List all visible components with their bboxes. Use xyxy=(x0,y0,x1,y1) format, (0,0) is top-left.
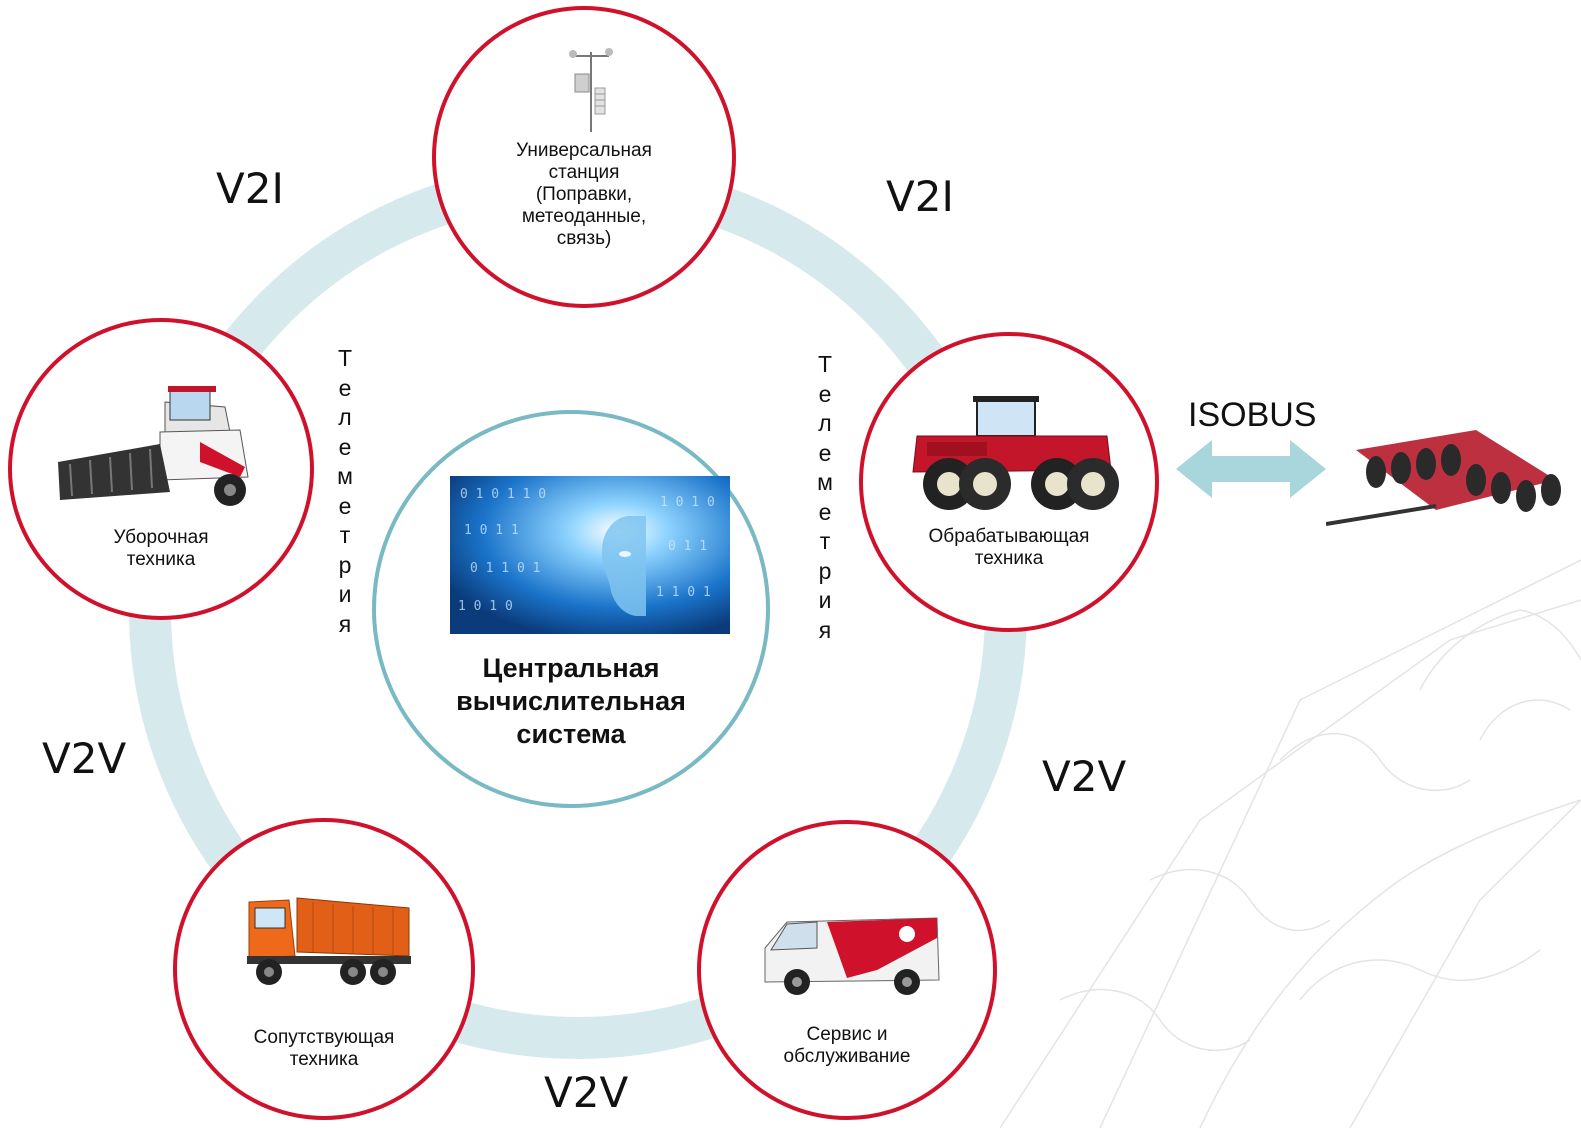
dump-truck-icon xyxy=(247,897,411,985)
tillage-label: Обрабатывающая техника xyxy=(928,526,1090,569)
service-label: Сервис и обслуживание xyxy=(783,1024,911,1067)
svg-text:0 1 1: 0 1 1 xyxy=(668,539,707,554)
svg-text:1 0 1 0: 1 0 1 0 xyxy=(660,495,715,510)
service-van-icon xyxy=(764,917,940,995)
telemetry-right: Т е л е м е т р и я xyxy=(810,350,840,645)
v2v-bottom-label: V2V xyxy=(544,1068,629,1117)
node-station: Универсальная станция (Поправки, метеода… xyxy=(432,6,736,308)
node-support: Сопутствующая техника xyxy=(173,818,475,1120)
telemetry-letter: я xyxy=(818,616,832,643)
harvester-label: Уборочная техника xyxy=(113,527,209,570)
svg-text:1 0 1 0: 1 0 1 0 xyxy=(458,599,513,614)
telemetry-letter: е xyxy=(818,380,832,407)
telemetry-letter: м xyxy=(337,463,353,489)
svg-text:1 0 1 1: 1 0 1 1 xyxy=(464,523,519,538)
ai-face-image: 0 1 0 1 1 0 1 0 1 1 0 1 1 0 1 1 0 1 0 1 … xyxy=(450,476,730,634)
telemetry-letter: т xyxy=(819,528,831,554)
svg-text:0 1 1 0 1: 0 1 1 0 1 xyxy=(470,561,540,576)
telemetry-letter: л xyxy=(818,410,832,436)
map-background-lines xyxy=(999,559,1581,1128)
node-harvester: Уборочная техника xyxy=(8,318,314,620)
node-service: Сервис и обслуживание xyxy=(697,820,997,1120)
telemetry-letter: е xyxy=(338,433,352,460)
combine-harvester-icon xyxy=(58,386,249,506)
telemetry-letter: Т xyxy=(337,345,353,371)
svg-text:0 1 0 1 1 0: 0 1 0 1 1 0 xyxy=(460,487,546,502)
v2v-right-label: V2V xyxy=(1042,752,1127,801)
disc-harrow-icon xyxy=(1326,430,1561,526)
weather-station-icon xyxy=(569,48,613,132)
v2i-right-label: V2I xyxy=(886,172,954,221)
telemetry-letter: е xyxy=(818,439,832,466)
v2i-left-label: V2I xyxy=(216,164,284,213)
central-computing-system: 0 1 0 1 1 0 1 0 1 1 0 1 1 0 1 1 0 1 0 1 … xyxy=(372,410,770,808)
telemetry-letter: л xyxy=(338,404,352,430)
center-title: Центральная вычислительная система xyxy=(456,653,686,749)
telemetry-letter: р xyxy=(338,551,352,578)
isobus-double-arrow-icon xyxy=(1176,440,1326,498)
svg-text:1 1 0 1: 1 1 0 1 xyxy=(656,585,711,600)
telemetry-letter: р xyxy=(818,557,832,584)
telemetry-letter: Т xyxy=(817,351,833,377)
station-label: Универсальная станция (Поправки, метеода… xyxy=(516,140,652,249)
telemetry-left: Т е л е м е т р и я xyxy=(330,344,360,639)
node-tillage: Обрабатывающая техника xyxy=(859,332,1159,632)
telemetry-letter: т xyxy=(339,522,351,548)
telemetry-letter: я xyxy=(338,610,352,637)
telemetry-letter: м xyxy=(817,469,833,495)
telemetry-letter: е xyxy=(818,498,832,525)
v2v-left-label: V2V xyxy=(42,734,127,783)
telemetry-letter: и xyxy=(818,587,832,613)
tractor-icon xyxy=(912,396,1119,510)
support-label: Сопутствующая техника xyxy=(253,1027,395,1070)
telemetry-letter: е xyxy=(338,492,352,519)
isobus-label: ISOBUS xyxy=(1188,396,1317,434)
telemetry-letter: е xyxy=(338,374,352,401)
telemetry-letter: и xyxy=(338,581,352,607)
